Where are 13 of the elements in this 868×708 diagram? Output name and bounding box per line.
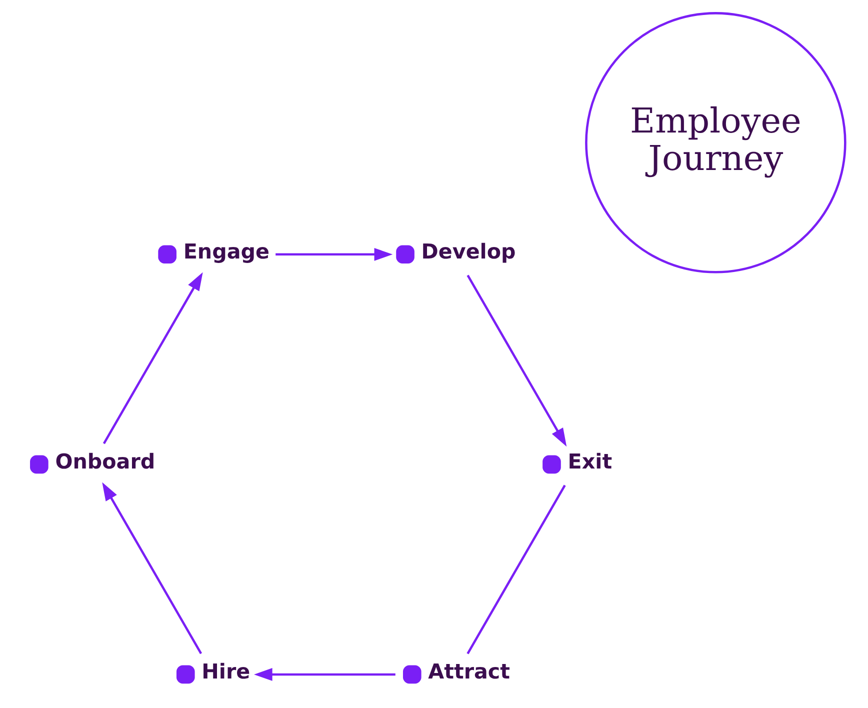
node-label: Exit	[568, 449, 612, 474]
arrow	[466, 274, 567, 447]
node-label: Engage	[183, 239, 270, 264]
arrow	[102, 482, 202, 654]
node-label: Attract	[428, 659, 510, 684]
node-label: Hire	[202, 659, 250, 684]
arrow	[276, 248, 393, 261]
node-label: Develop	[421, 239, 516, 264]
node-label: Onboard	[55, 449, 156, 474]
arrow	[254, 668, 396, 681]
node-circle: Employee Journey	[585, 12, 846, 274]
arrow	[102, 272, 203, 444]
connector	[466, 484, 566, 654]
